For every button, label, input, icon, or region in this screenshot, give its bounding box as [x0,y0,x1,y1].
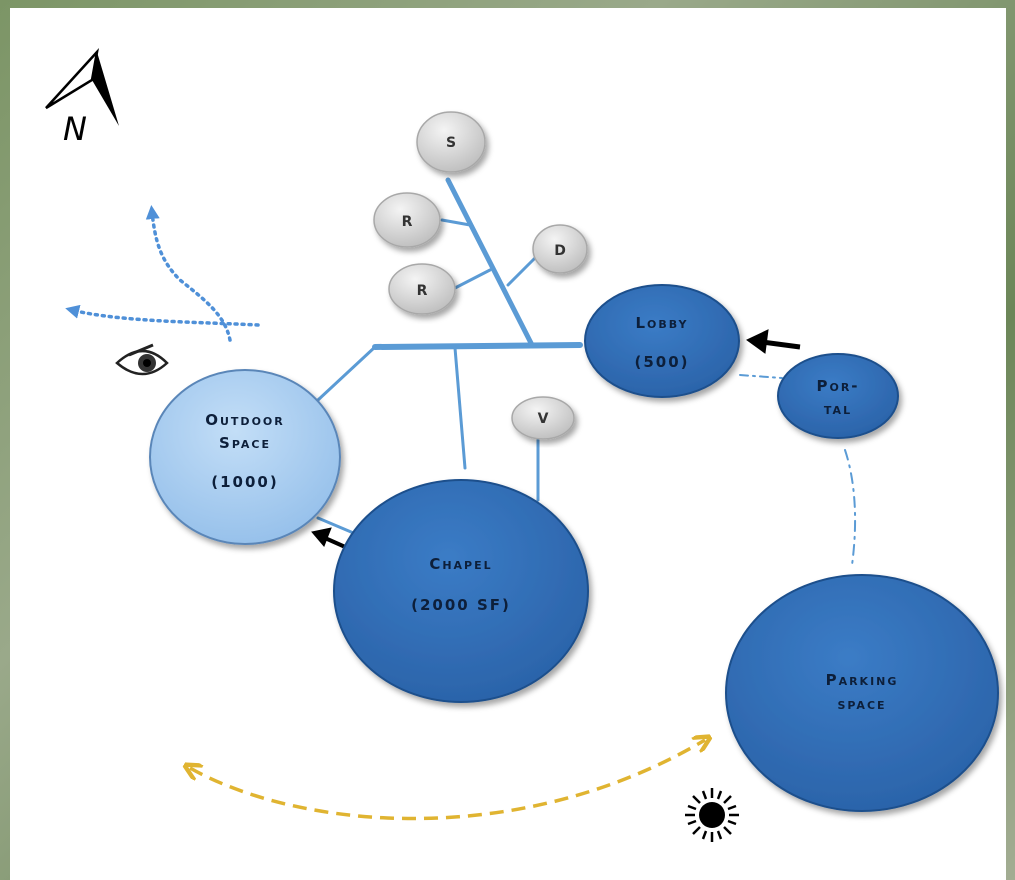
bubble-r-lower-label: R [417,283,428,299]
chapel-area: (2000 SF) [411,596,511,614]
bubble-d [532,224,588,274]
wind-arrow-west [65,304,260,327]
lobby-node [584,284,740,398]
outdoor-space-node [149,369,341,545]
lobby-portal-line [739,374,783,379]
chapel-link-line [453,346,467,470]
eye-icon [115,343,169,376]
bubble-d-label: D [554,243,566,259]
parking-label-line1: Parking [826,671,899,689]
service-branch-line [445,177,535,348]
bubble-r-lower [388,263,456,315]
bubble-s-label: S [446,135,456,151]
chapel-label: Chapel [429,555,492,573]
portal-parking-line [844,449,857,566]
bubble-s [416,111,486,173]
main-spine-line [372,342,583,350]
lobby-label: Lobby [635,314,688,332]
north-arrow-icon: N [45,47,119,148]
portal-label-line1: Por- [816,377,859,395]
portal-node [777,353,899,439]
branch-r2-line [453,268,492,290]
branch-r1-line [440,218,472,227]
chapel-node [333,479,589,703]
parking-label-line2: space [837,695,886,713]
outdoor-area: (1000) [211,473,278,491]
north-label: N [63,110,87,148]
portal-label-line2: tal [824,400,852,418]
outdoor-label-line2: Space [219,434,271,452]
bubble-v [511,396,575,440]
bubble-r-upper [373,192,441,248]
sun-path-arrow [190,740,705,821]
bubble-r-upper-label: R [402,214,413,230]
wind-arrows [65,205,260,342]
wind-arrow-north [145,205,232,342]
outdoor-link-line [316,345,377,402]
sun-icon [685,788,739,842]
branch-d-line [506,256,537,287]
parking-node [725,574,999,812]
lobby-entry-arrow [746,329,801,354]
bubble-v-label: V [538,411,549,427]
entry-arrows [311,329,801,552]
connector-lines [316,177,857,566]
lobby-area: (500) [634,353,689,371]
outdoor-label-line1: Outdoor [205,411,285,429]
